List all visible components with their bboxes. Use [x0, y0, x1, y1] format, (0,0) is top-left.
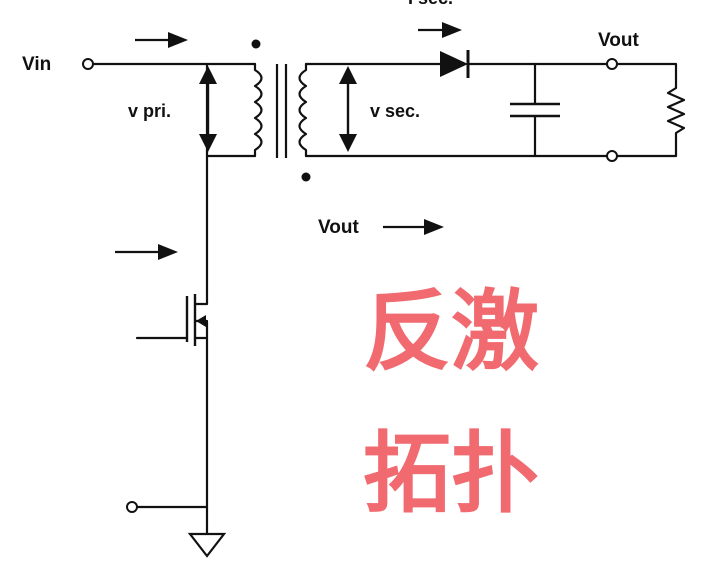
secondary-coil	[298, 62, 308, 158]
vout-terminal-bottom	[606, 150, 618, 162]
secondary-dot	[301, 172, 311, 182]
load-resistor	[615, 62, 686, 158]
primary-return-wire	[205, 62, 257, 158]
ground-symbol	[187, 532, 227, 558]
input-current-arrowhead	[168, 32, 188, 48]
vout-top-label: Vout	[598, 30, 639, 51]
diode-triangle	[440, 51, 468, 77]
switch-current-arrowhead	[158, 244, 178, 260]
v-sec-arrow-up	[339, 66, 357, 84]
ground-terminal	[126, 501, 138, 513]
primary-dot	[251, 39, 261, 49]
primary-coil	[253, 62, 263, 158]
vout-terminal-top	[606, 58, 618, 70]
v-pri-arrow-up	[199, 66, 217, 84]
vout-mid-label: Vout	[318, 217, 359, 238]
vin-label: Vin	[22, 54, 51, 75]
vout-mid-arrowhead	[424, 219, 444, 235]
vin-terminal	[82, 58, 94, 70]
v-sec-label: v sec.	[370, 101, 420, 121]
v-sec-arrow-down	[339, 134, 357, 152]
v-pri-arrow-down	[199, 134, 217, 152]
caption-line-2: 拓扑	[363, 422, 539, 525]
secondary-current-arrowhead	[442, 22, 462, 38]
top-cut-label: I sec.	[408, 0, 453, 8]
mosfet-drain-conn	[193, 288, 209, 306]
v-pri-label: v pri.	[128, 101, 171, 121]
caption-line-1: 反激	[363, 280, 539, 383]
mosfet-body-arrow	[196, 315, 206, 327]
